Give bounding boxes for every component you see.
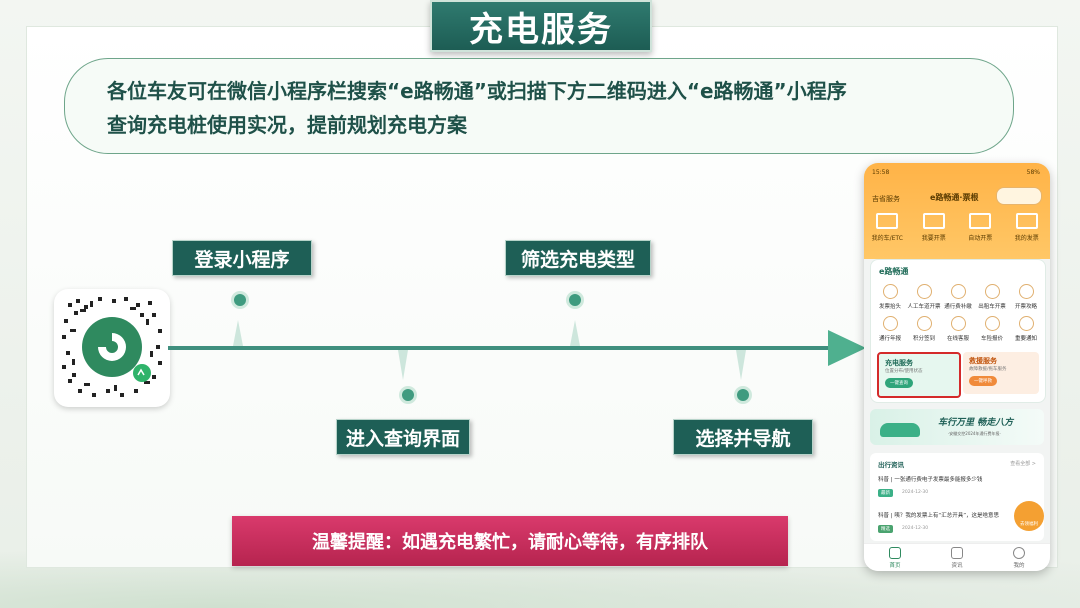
news-header: 出行资讯 xyxy=(878,461,904,469)
gift-fab-button[interactable]: 去领福利 xyxy=(1014,501,1044,531)
ticket-icon xyxy=(922,213,945,229)
connector-step-3 xyxy=(570,320,580,346)
status-battery: 58% xyxy=(1026,169,1040,176)
brand-logo-text: e路畅通 xyxy=(879,267,909,276)
step-enter-query: 进入查询界面 xyxy=(336,419,470,455)
service-item[interactable]: 在线客服 xyxy=(941,316,975,342)
quick-action-car-etc[interactable]: 我的车/ETC xyxy=(865,213,909,242)
service-item[interactable]: 出租车开票 xyxy=(975,284,1009,310)
news-item-date: 2024-12-30 xyxy=(902,526,929,531)
printer-icon xyxy=(969,213,992,229)
home-icon xyxy=(889,547,901,559)
news-icon xyxy=(951,547,963,559)
slide-title-box: 充电服务 xyxy=(430,0,652,52)
status-time: 15:58 xyxy=(872,169,890,176)
service-item[interactable]: 发票抬头 xyxy=(873,284,907,310)
service-item[interactable]: 开票攻略 xyxy=(1009,284,1043,310)
phone-screenshot: 15:58 58% 吉省服务 e路畅通·票根 我的车/ETC 我要开票 自动开票… xyxy=(864,163,1050,571)
location-selector[interactable]: 吉省服务 xyxy=(872,195,900,203)
wallet-icon xyxy=(1015,213,1038,229)
quick-actions: 我的车/ETC 我要开票 自动开票 我的发票 xyxy=(864,213,1050,242)
tab-mine[interactable]: 我的 xyxy=(1013,547,1025,569)
service-item[interactable]: 车险报价 xyxy=(975,316,1009,342)
card-icon xyxy=(876,213,899,229)
reminder-banner: 温馨提醒：如遇充电繁忙，请耐心等待，有序排队 xyxy=(232,516,788,566)
quick-action-my-invoices[interactable]: 我的发票 xyxy=(1005,213,1049,242)
news-item-title[interactable]: 科普 | 咦？我的发票上有“汇总开具”，这是啥意思 xyxy=(878,513,1000,519)
service-item[interactable]: 积分签到 xyxy=(907,316,941,342)
timeline-dot-4 xyxy=(737,389,749,401)
process-timeline xyxy=(168,346,854,350)
charging-service-card[interactable]: 充电服务 位置分布/使用状态 一键查询 xyxy=(877,352,961,398)
news-item-title[interactable]: 科普 | 一张通行费电子发票最多能报多少钱 xyxy=(878,477,983,483)
user-icon xyxy=(1013,547,1025,559)
step-filter-type: 筛选充电类型 xyxy=(505,240,651,276)
quick-action-invoice[interactable]: 我要开票 xyxy=(912,213,956,242)
charging-query-button[interactable]: 一键查询 xyxy=(885,378,913,388)
news-item-tag: 最新 xyxy=(878,489,893,497)
connector-step-2 xyxy=(398,350,408,380)
rescue-service-card[interactable]: 救援服务 故障救援/拖车服务 一键呼救 xyxy=(963,352,1039,394)
service-grid: 发票抬头 人工车道开票 通行费补缴 出租车开票 开票攻略 通行年报 积分签到 在… xyxy=(873,284,1043,342)
mini-program-capsule[interactable] xyxy=(996,187,1042,205)
timeline-dot-3 xyxy=(569,294,581,306)
bottom-tab-bar: 首页 资讯 我的 xyxy=(864,543,1050,571)
car-illustration-icon xyxy=(880,423,920,437)
timeline-arrow-head xyxy=(828,330,866,366)
connector-step-4 xyxy=(736,350,746,380)
news-item-date: 2024-12-30 xyxy=(902,490,929,495)
news-more-link[interactable]: 查看全部 > xyxy=(1010,461,1036,467)
tab-home[interactable]: 首页 xyxy=(889,547,901,569)
phone-header xyxy=(864,163,1050,259)
service-item[interactable]: 人工车道开票 xyxy=(907,284,941,310)
news-section: 出行资讯 查看全部 > 科普 | 一张通行费电子发票最多能报多少钱 最新 202… xyxy=(870,453,1044,541)
connector-step-1 xyxy=(233,320,243,346)
service-item[interactable]: 通行费补缴 xyxy=(941,284,975,310)
annual-report-banner[interactable]: 车行万里 畅走八方 ·安徽交控2024年通行费年报· xyxy=(870,409,1044,445)
quick-action-auto-invoice[interactable]: 自动开票 xyxy=(958,213,1002,242)
timeline-dot-1 xyxy=(234,294,246,306)
slide-title: 充电服务 xyxy=(469,9,613,50)
rescue-call-button[interactable]: 一键呼救 xyxy=(969,376,997,386)
step-login: 登录小程序 xyxy=(172,240,312,276)
intro-callout: 各位车友可在微信小程序栏搜索“e路畅通”或扫描下方二维码进入“e路畅通”小程序 … xyxy=(64,58,1014,154)
intro-line-1: 各位车友可在微信小程序栏搜索“e路畅通”或扫描下方二维码进入“e路畅通”小程序 xyxy=(107,79,847,103)
service-item[interactable]: 通行年报 xyxy=(873,316,907,342)
step-navigate: 选择并导航 xyxy=(673,419,813,455)
services-card: e路畅通 发票抬头 人工车道开票 通行费补缴 出租车开票 开票攻略 通行年报 积… xyxy=(870,259,1046,403)
mini-program-qr-code xyxy=(54,289,170,407)
news-item-tag: 精选 xyxy=(878,525,893,533)
service-item[interactable]: 重要通知 xyxy=(1009,316,1043,342)
qr-code-icon xyxy=(62,297,162,397)
intro-line-2: 查询充电桩使用实况，提前规划充电方案 xyxy=(107,113,467,137)
app-title: e路畅通·票根 xyxy=(930,193,979,202)
tab-news[interactable]: 资讯 xyxy=(951,547,963,569)
timeline-dot-2 xyxy=(402,389,414,401)
